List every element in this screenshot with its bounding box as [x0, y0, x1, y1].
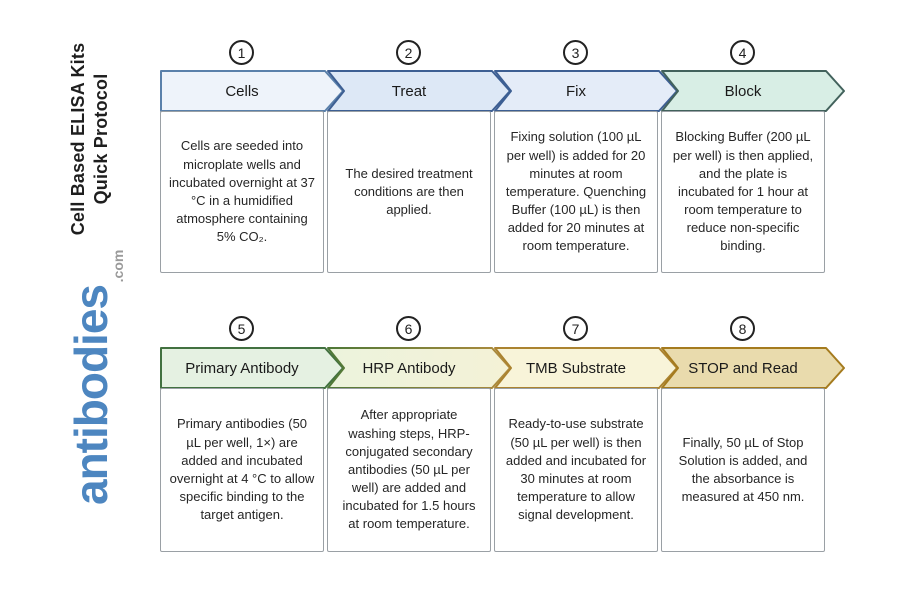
step-number-badge: 2: [396, 40, 421, 65]
step-number: 3: [571, 44, 580, 61]
step-number-badge: 3: [563, 40, 588, 65]
step-number: 4: [738, 44, 747, 61]
step-6-hrp-antibody: 6 HRP Antibody After appropriate washing…: [327, 316, 512, 552]
banner-label: STOP and Read: [688, 359, 798, 377]
step-number: 6: [404, 320, 413, 337]
description-box: After appropriate washing steps, HRP-con…: [327, 388, 491, 552]
step-number-badge: 7: [563, 316, 588, 341]
brand-logo-suffix: .com: [110, 249, 126, 283]
description-box: Fixing solution (100 µL per well) is add…: [494, 111, 658, 273]
description-box: Finally, 50 µL of Stop Solution is added…: [661, 388, 825, 552]
description-text: After appropriate washing steps, HRP-con…: [342, 407, 476, 532]
brand-logo: antibodies: [65, 284, 117, 506]
description-text: Blocking Buffer (200 µL per well) is the…: [672, 129, 814, 254]
step-number: 7: [571, 320, 580, 337]
step-4-block: 4 Block Blocking Buffer (200 µL per well…: [661, 40, 846, 273]
step-1-cells: 1 Cells Cells are seeded into microplate…: [160, 40, 345, 273]
step-8-stop-and-read: 8 STOP and Read Finally, 50 µL of Stop S…: [661, 316, 846, 552]
banner-label: Fix: [566, 82, 586, 100]
description-box: Cells are seeded into microplate wells a…: [160, 111, 324, 273]
protocol-flow: 1 Cells Cells are seeded into microplate…: [160, 0, 860, 594]
step-number: 8: [738, 320, 747, 337]
banner-arrow-stop-and-read: [661, 347, 845, 389]
banner-arrow-block: [661, 70, 845, 112]
description-text: Ready-to-use substrate (50 µL per well) …: [505, 416, 647, 523]
banner-arrow-primary-antibody: [160, 347, 344, 389]
banner-label: Treat: [391, 82, 427, 100]
step-2-treat: 2 Treat The desired treatment conditions…: [327, 40, 512, 273]
page-title: Cell Based ELISA Kits Quick Protocol: [67, 24, 121, 254]
step-number-badge: 8: [730, 316, 755, 341]
banner-label: Primary Antibody: [185, 359, 299, 377]
step-number-badge: 5: [229, 316, 254, 341]
banner-arrow-tmb-substrate: [494, 347, 678, 389]
step-7-tmb-substrate: 7 TMB Substrate Ready-to-use substrate (…: [494, 316, 679, 552]
step-number-badge: 1: [229, 40, 254, 65]
description-box: Primary antibodies (50 µL per well, 1×) …: [160, 388, 324, 552]
step-number: 1: [237, 44, 246, 61]
banner-label: Cells: [225, 82, 259, 100]
step-number: 2: [404, 44, 413, 61]
description-text: Finally, 50 µL of Stop Solution is added…: [678, 434, 808, 505]
description-box: Blocking Buffer (200 µL per well) is the…: [661, 111, 825, 273]
banner-label: Block: [724, 82, 762, 100]
step-number-badge: 6: [396, 316, 421, 341]
description-text: Cells are seeded into microplate wells a…: [169, 138, 315, 245]
description-text: The desired treatment conditions are the…: [345, 165, 473, 218]
banner-arrow-fix: [494, 70, 678, 112]
banner-arrow-treat: [327, 70, 511, 112]
banner-arrow-hrp-antibody: [327, 347, 511, 389]
page-title-line1: Cell Based ELISA Kits: [68, 42, 88, 236]
page-title-line2: Quick Protocol: [90, 73, 111, 205]
banner-arrow-cells: [160, 70, 344, 112]
step-3-fix: 3 Fix Fixing solution (100 µL per well) …: [494, 40, 679, 273]
banner-label: HRP Antibody: [362, 359, 456, 377]
banner-label: TMB Substrate: [525, 359, 627, 377]
step-5-primary-antibody: 5 Primary Antibody Primary antibodies (5…: [160, 316, 345, 552]
description-text: Primary antibodies (50 µL per well, 1×) …: [169, 416, 315, 523]
step-number-badge: 4: [730, 40, 755, 65]
description-box: Ready-to-use substrate (50 µL per well) …: [494, 388, 658, 552]
description-box: The desired treatment conditions are the…: [327, 111, 491, 273]
step-number: 5: [237, 320, 246, 337]
description-text: Fixing solution (100 µL per well) is add…: [505, 129, 647, 254]
